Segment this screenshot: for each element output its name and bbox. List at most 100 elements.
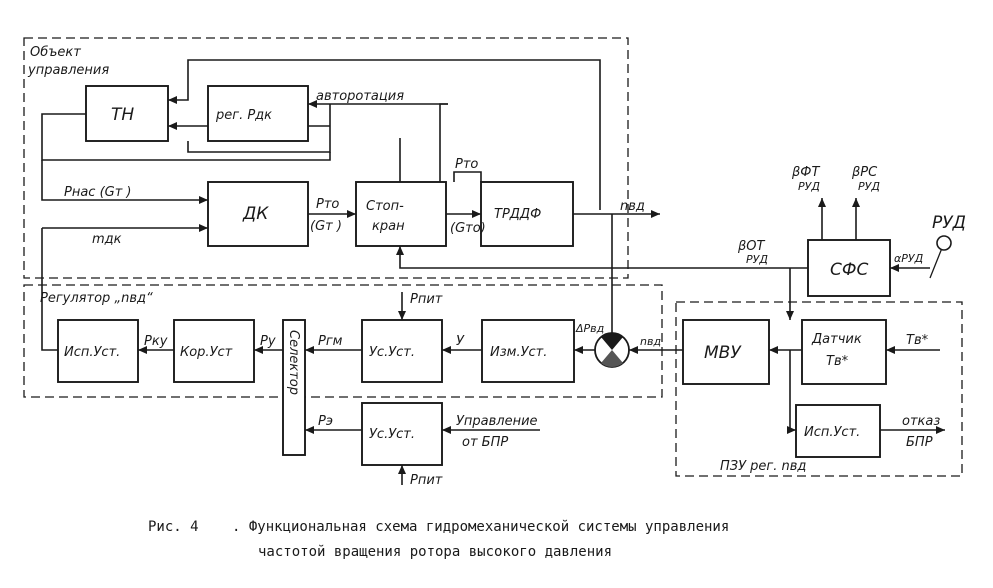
sfs-out-rs-arrow: [852, 198, 860, 207]
stopkran-to-trddf-arrow: [472, 210, 481, 218]
mvu-to-sfs-arrow: [786, 311, 794, 320]
kor-to-isp-arrow: [138, 346, 147, 354]
caption-line-2: частотой вращения ротора высокого давлен…: [258, 544, 612, 560]
sfs-label: СФС: [830, 260, 869, 280]
regulator-region: [23, 284, 663, 398]
p-to-label: Рто: [316, 197, 339, 212]
g-to-label: (Gто): [450, 221, 486, 236]
mvu-label: МВУ: [704, 343, 742, 363]
sensor-label-1: Датчик: [811, 332, 862, 347]
dk-to-stopkran-arrow: [347, 210, 356, 218]
rud-lever: [929, 247, 943, 279]
sensor-block: [801, 319, 887, 385]
beta-rs-sub: РУД: [858, 180, 880, 193]
control-object-region: [23, 37, 629, 279]
p-pit-2-label: Рпит: [410, 473, 443, 488]
selector-to-kor-arrow: [254, 346, 263, 354]
p-pit-1-arrow: [398, 311, 406, 320]
comparator-hatch-2: [601, 350, 623, 368]
reg-to-tn-arrow: [168, 122, 177, 130]
selector-block: [282, 319, 306, 456]
trddf-output-arrow: [651, 210, 660, 218]
kor-ust-label: Кор.Уст: [180, 345, 233, 360]
pzu-region: [675, 301, 963, 477]
beta-ot-label: βОТ: [737, 239, 766, 254]
isp-ust-label-2: Исп.Уст.: [804, 425, 860, 440]
regulator-label: Регулятор „nвд“: [40, 291, 153, 306]
tn-label: ТН: [111, 105, 134, 125]
beta-ft-label: βФТ: [791, 165, 820, 180]
mvu-to-isp2-arrow: [787, 426, 796, 434]
p-nas-label: Рнас (Gт ): [64, 185, 132, 200]
izm-to-us-arrow: [442, 346, 451, 354]
stopkran-block: [355, 181, 447, 247]
beta-ot-sub: РУД: [746, 253, 768, 266]
us-ust-label-2: Ус.Уст.: [369, 427, 415, 442]
tv-to-sensor-arrow: [886, 346, 895, 354]
sensor-to-mvu-arrow: [769, 346, 778, 354]
stopkran-label-1: Стоп-: [366, 199, 404, 214]
p-pit-1-label: Рпит: [410, 292, 443, 307]
stopkran-bottom-arrow: [396, 246, 404, 255]
m-dk-arrow: [199, 224, 208, 232]
comparator-to-izm-arrow: [574, 346, 583, 354]
p-pit-2-arrow: [398, 465, 406, 474]
tv-label: Тв*: [906, 333, 929, 348]
us2-to-selector-arrow: [305, 426, 314, 434]
control-object-label-1: Объект: [30, 45, 81, 60]
p-nas-line: [41, 160, 208, 201]
tn-top-arrow: [168, 96, 177, 104]
mvu-block: [682, 319, 770, 385]
isp-ust-label-1: Исп.Уст.: [64, 345, 120, 360]
sensor-label-2: Тв*: [826, 354, 849, 369]
control-label-1: Управление: [456, 414, 538, 429]
autorotation-arrow: [308, 100, 317, 108]
top-loop-line: [187, 59, 601, 210]
reg-pdk-label: рег. Рдк: [215, 108, 272, 123]
p-y-label: Ру: [260, 334, 276, 349]
izm-ust-label: Изм.Уст.: [490, 345, 547, 360]
comparator-hatch: [601, 332, 623, 350]
p-nas-arrow: [199, 196, 208, 204]
us-to-selector-arrow: [305, 346, 314, 354]
control-bpr-arrow: [442, 426, 451, 434]
isp2-to-otkaz-arrow: [936, 426, 945, 434]
trddf-label: ТРДДФ: [494, 207, 541, 222]
n-vd-in-label: nвд: [640, 335, 661, 348]
dk-block: [207, 181, 309, 247]
n-vd-out-label: nвд: [620, 199, 645, 214]
selector-label: Селектор: [286, 330, 301, 395]
p-e-label: Рэ: [318, 414, 333, 429]
tn-top-feedback: [439, 103, 448, 182]
izm-ust-block: [481, 319, 575, 383]
sfs-out-ft-arrow: [818, 198, 826, 207]
p-to-top-label: Рто: [455, 157, 478, 172]
otkaz-label-1: отказ: [902, 414, 940, 429]
caption-fig: Рис. 4: [148, 519, 199, 535]
isp-ust-block-1: [57, 319, 139, 383]
comparator-to-mvu-arrow: [629, 346, 638, 354]
isp-to-mdk-line: [41, 228, 58, 351]
beta-rs-label: βРС: [851, 165, 878, 180]
us-ust-block-2: [361, 402, 443, 466]
beta-ft-sub: РУД: [798, 180, 820, 193]
m-dk-label: mдк: [92, 232, 122, 247]
rud-label: РУД: [932, 213, 966, 233]
tn-top-input: [168, 70, 189, 101]
caption-line-1: . Функциональная схема гидромеханической…: [232, 519, 729, 535]
isp-ust-block-2: [795, 404, 881, 458]
reg-pdk-block: [207, 85, 309, 142]
dk-label: ДК: [242, 204, 269, 224]
control-label-2: от БПР: [462, 435, 508, 450]
autorotation-label: авторотация: [316, 89, 404, 104]
stopkran-label-2: кран: [372, 219, 405, 234]
delta-p-vd-label: ΔРвд: [575, 322, 604, 335]
rud-knob: [936, 235, 952, 251]
pzu-label: ПЗУ рег. nвд: [720, 459, 806, 474]
y-label: У: [456, 334, 465, 349]
p-gm-label: Ргм: [318, 334, 343, 349]
p-ku-label: Рку: [144, 334, 168, 349]
kor-ust-block: [173, 319, 255, 383]
otkaz-label-2: БПР: [906, 435, 933, 450]
